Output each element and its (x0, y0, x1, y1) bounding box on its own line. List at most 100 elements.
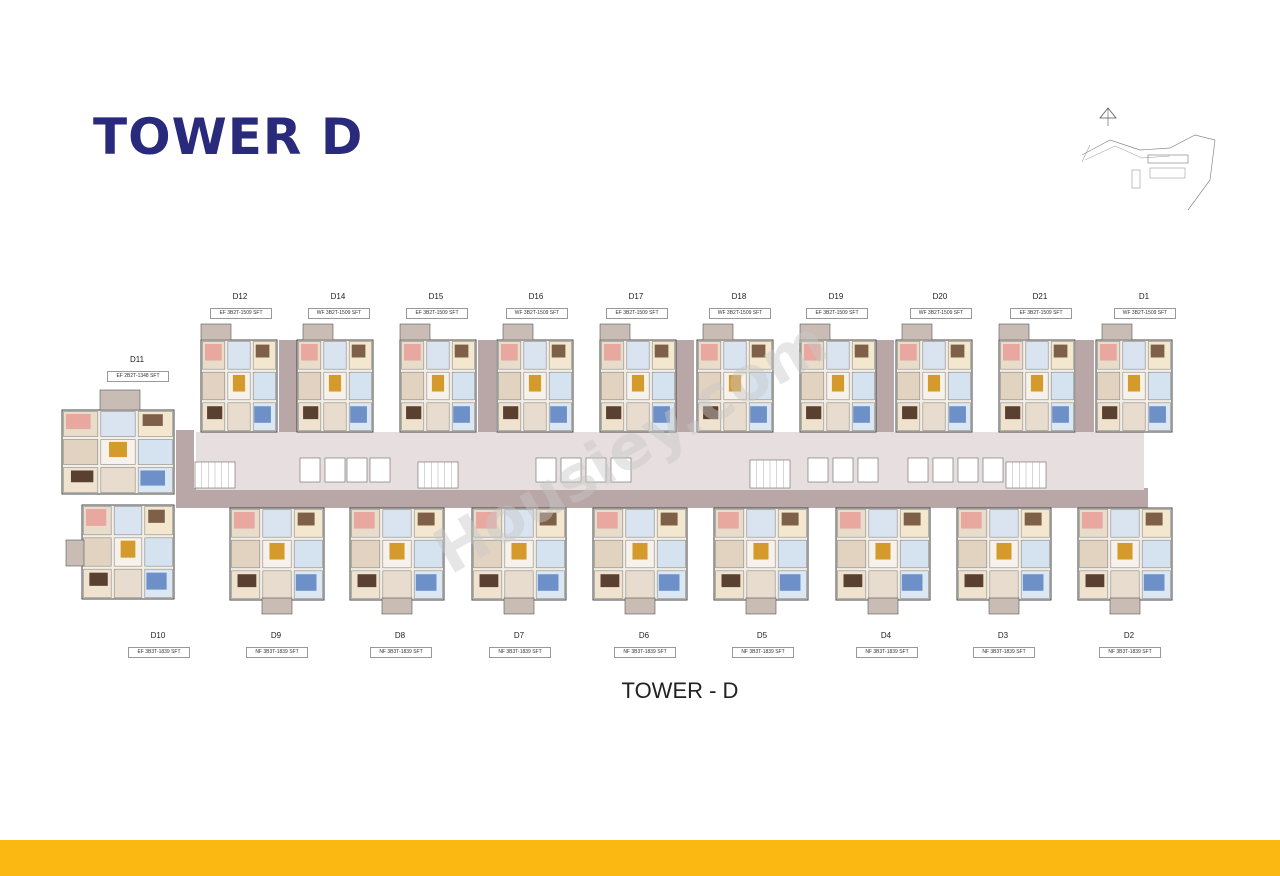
balcony (702, 323, 734, 341)
unit-name: D18 (731, 292, 747, 301)
bed (950, 344, 965, 358)
dining-table (389, 542, 405, 560)
room (723, 341, 747, 370)
room (826, 341, 850, 370)
balcony (1101, 323, 1133, 341)
bed (350, 406, 367, 423)
bed (597, 512, 618, 529)
bed (86, 509, 107, 526)
room (63, 439, 99, 465)
bed (718, 512, 739, 529)
unit-area-label: EF 3B2T-1509 SFT (1010, 308, 1072, 319)
lift-shaft (610, 457, 632, 483)
bed (1149, 406, 1166, 423)
balcony (799, 323, 831, 341)
dining-table (269, 542, 285, 560)
dining-table (120, 540, 136, 558)
unit-name: D6 (638, 631, 650, 640)
room (897, 371, 921, 401)
bed (604, 344, 621, 361)
unit-area-label: WF 3B2T-1509 SFT (506, 308, 568, 319)
bed (900, 344, 917, 361)
room (594, 539, 624, 569)
balcony (599, 323, 631, 341)
room (382, 509, 412, 538)
balcony (503, 597, 535, 615)
bed (142, 414, 163, 426)
room (498, 371, 522, 401)
balcony (901, 323, 933, 341)
room (1000, 371, 1024, 401)
balcony (399, 323, 431, 341)
dining-table (528, 374, 542, 392)
balcony (502, 323, 534, 341)
sofa (479, 574, 499, 588)
bed (539, 512, 557, 526)
room (137, 439, 173, 465)
room (922, 341, 946, 370)
bed (146, 572, 167, 590)
bed (701, 344, 718, 361)
unit-name: D1 (1138, 292, 1150, 301)
lift-shaft (560, 457, 582, 483)
bed (551, 344, 566, 358)
unit-area-label: NF 3B3T-1839 SFT (246, 647, 308, 658)
bed (1022, 574, 1044, 591)
bed (1143, 574, 1165, 591)
unit-area-label: NF 3B3T-1839 SFT (856, 647, 918, 658)
sofa (721, 574, 741, 588)
unit-name: D17 (628, 292, 644, 301)
balcony (261, 597, 293, 615)
room (625, 570, 655, 599)
dining-table (753, 542, 769, 560)
room (947, 371, 971, 401)
dining-table (1117, 542, 1133, 560)
lift-shaft (832, 457, 854, 483)
room (698, 371, 722, 401)
unit-name: D15 (428, 292, 444, 301)
room (626, 341, 650, 370)
bed (351, 344, 366, 358)
room (922, 402, 946, 431)
sofa (70, 470, 94, 483)
unit-area-label: NF 3B3T-1839 SFT (973, 647, 1035, 658)
room (426, 341, 450, 370)
bed (537, 574, 559, 591)
dining-table (328, 374, 342, 392)
room (202, 371, 226, 401)
unit-name: D19 (828, 292, 844, 301)
sofa (237, 574, 257, 588)
room (227, 341, 251, 370)
room (548, 371, 572, 401)
room (989, 509, 1019, 538)
unit-name: D21 (1032, 292, 1048, 301)
bed (234, 512, 255, 529)
bed (255, 344, 270, 358)
room (100, 467, 136, 493)
room (351, 539, 381, 569)
bed (205, 344, 222, 361)
bed (140, 470, 166, 486)
bed (750, 406, 767, 423)
unit-area-label: WF 3B2T-1509 SFT (308, 308, 370, 319)
sofa (1005, 406, 1021, 420)
unit-name: D8 (394, 631, 406, 640)
unit-name: D2 (1123, 631, 1135, 640)
room (1141, 539, 1171, 569)
bed (901, 574, 923, 591)
bed (297, 512, 315, 526)
room (1110, 509, 1140, 538)
bed (903, 512, 921, 526)
sofa (357, 574, 377, 588)
room (656, 539, 686, 569)
unit-area-label: EF 3B2T-1509 SFT (406, 308, 468, 319)
room (626, 402, 650, 431)
bed (854, 344, 869, 358)
sofa (89, 572, 108, 586)
lift-shaft (585, 457, 607, 483)
sofa (1085, 574, 1105, 588)
sofa (600, 574, 620, 588)
dining-table (631, 374, 645, 392)
room (323, 341, 347, 370)
